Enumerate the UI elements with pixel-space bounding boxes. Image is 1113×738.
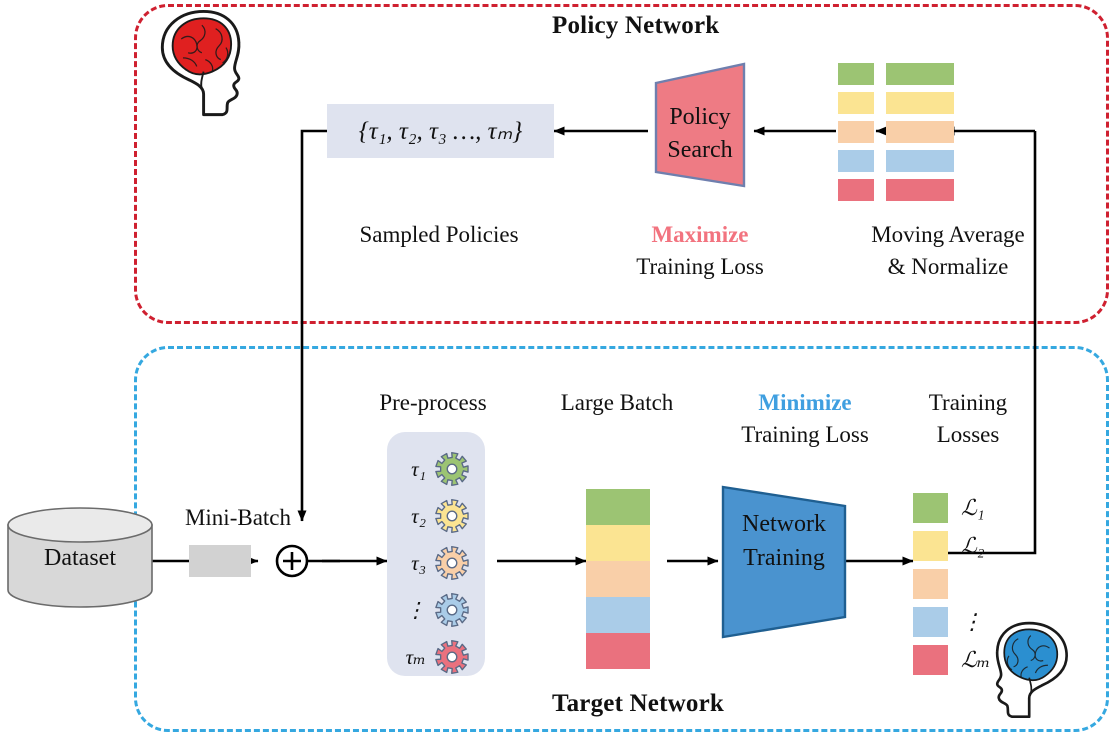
moving-average-label-line2: & Normalize — [887, 254, 1009, 279]
training-loss-label: ⋮ — [961, 609, 983, 634]
large-batch-segment — [586, 597, 650, 633]
training-loss-swatch — [913, 531, 948, 561]
training-loss-label: ℒ₂ — [961, 533, 985, 558]
preprocess-item: τ₂ — [396, 499, 469, 533]
red-brain-head-icon — [160, 9, 241, 117]
preprocess-item-tau: τ₁ — [411, 456, 426, 481]
training-loss-item: ℒ₁ — [913, 493, 985, 523]
moving-average-block — [918, 179, 954, 201]
training-loss-swatch — [913, 569, 948, 599]
training-loss-item: ℒ₂ — [913, 531, 985, 561]
moving-average-block — [838, 121, 874, 143]
sum-junction — [275, 544, 309, 578]
minimize-sublabel: Training Loss — [741, 422, 869, 447]
moving-average-block — [886, 63, 922, 85]
large-batch-segment — [586, 561, 650, 597]
moving-average-block — [918, 92, 954, 114]
moving-average-block — [886, 150, 922, 172]
preprocess-label: Pre-process — [379, 390, 487, 415]
training-loss-label: ℒₘ — [961, 647, 991, 672]
preprocess-item: τ₃ — [396, 546, 469, 580]
dataset-cylinder — [7, 507, 153, 608]
large-batch-segment — [586, 489, 650, 525]
policy-network-panel — [134, 4, 1109, 324]
moving-average-block — [918, 121, 954, 143]
gear-icon — [435, 593, 469, 627]
mini-batch-label: Mini-Batch — [184, 505, 292, 530]
moving-average-block — [886, 121, 922, 143]
preprocess-item: τₘ — [396, 640, 469, 674]
moving-average-block — [838, 63, 874, 85]
training-loss-item: ⋮ — [913, 607, 983, 637]
moving-average-label-line1: Moving Average — [871, 222, 1025, 247]
minimize-label: Minimize — [758, 390, 852, 415]
sampled-policies-value: {τ₁, τ₂, τ₃ …, τₘ} — [327, 104, 554, 158]
preprocess-item: τ₁ — [396, 452, 469, 486]
training-loss-item: ℒₘ — [913, 645, 990, 675]
training-losses-label-line1: Training — [928, 390, 1008, 415]
large-batch-segment — [586, 633, 650, 669]
maximize-label: Maximize — [651, 222, 749, 247]
mini-batch-block — [189, 545, 251, 577]
moving-average-block — [838, 179, 874, 201]
moving-average-block — [918, 150, 954, 172]
preprocess-item-tau: τₘ — [405, 644, 426, 669]
moving-average-block — [918, 63, 954, 85]
gear-icon — [435, 546, 469, 580]
training-loss-swatch — [913, 493, 948, 523]
gear-icon — [435, 452, 469, 486]
moving-average-block — [886, 179, 922, 201]
maximize-sublabel: Training Loss — [636, 254, 764, 279]
preprocess-item-tau: τ₃ — [411, 550, 426, 575]
dataset-label: Dataset — [44, 545, 116, 571]
policy-network-title: Policy Network — [540, 12, 732, 40]
training-loss-swatch — [913, 645, 948, 675]
gear-icon — [435, 499, 469, 533]
moving-average-block — [886, 92, 922, 114]
moving-average-block — [838, 150, 874, 172]
preprocess-item-tau: τ₂ — [411, 503, 426, 528]
training-loss-item — [913, 569, 961, 599]
preprocess-item-tau: ⋮ — [405, 597, 426, 622]
network-training-label-line2: Training — [743, 545, 825, 571]
policy-search-label-line1: Policy — [669, 104, 731, 130]
policy-search-label-line2: Search — [667, 137, 733, 163]
target-network-title: Target Network — [540, 690, 736, 718]
moving-average-block — [838, 92, 874, 114]
sampled-policies-label: Sampled Policies — [359, 222, 519, 247]
training-loss-label: ℒ₁ — [961, 495, 985, 520]
large-batch-label: Large Batch — [560, 390, 674, 415]
training-losses-label-line2: Losses — [936, 422, 1000, 447]
network-training-shape — [721, 485, 847, 639]
gear-icon — [435, 640, 469, 674]
blue-brain-head-icon — [995, 621, 1068, 719]
large-batch-segment — [586, 525, 650, 561]
network-training-label-line1: Network — [742, 511, 826, 537]
preprocess-item: ⋮ — [396, 593, 469, 627]
training-loss-swatch — [913, 607, 948, 637]
policy-search-shape — [654, 62, 746, 188]
